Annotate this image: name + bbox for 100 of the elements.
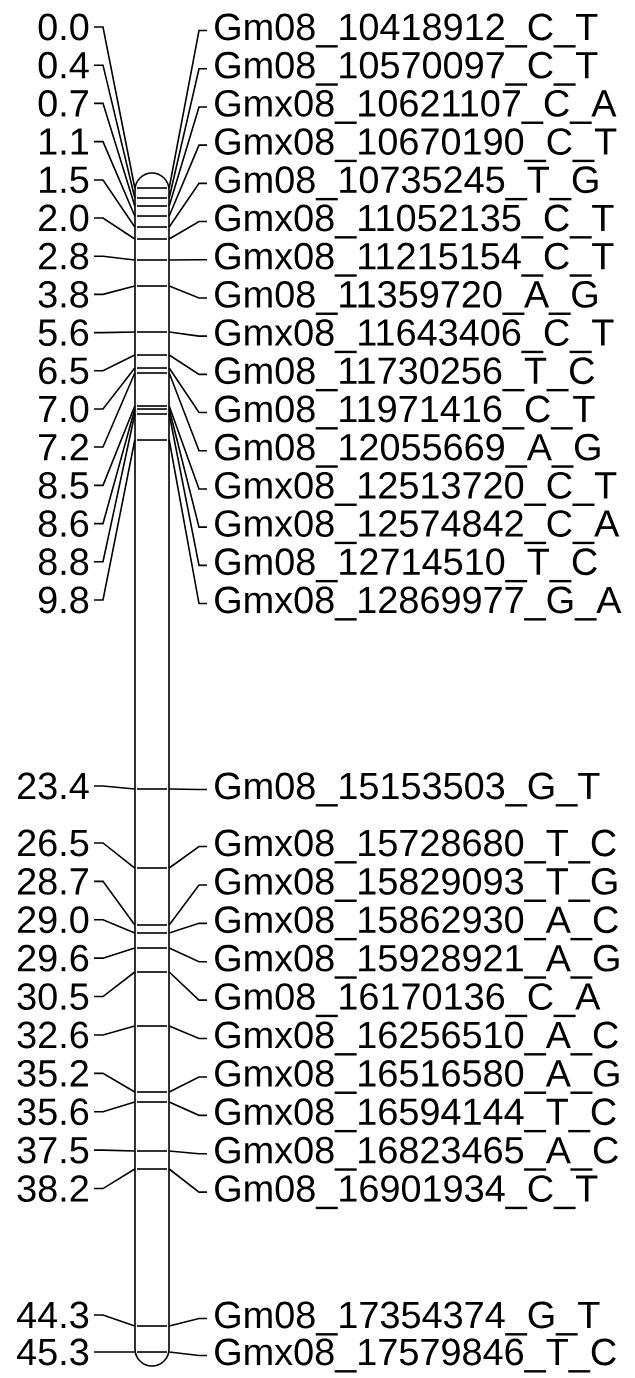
marker-label: Gm08_15153503_G_T <box>215 772 600 807</box>
position-label: 8.5 <box>38 471 89 499</box>
marker-tick <box>136 1150 168 1152</box>
leader-line <box>93 64 136 199</box>
marker-label: Gmx08_12869977_G_A <box>215 586 622 621</box>
leader-line <box>168 413 208 567</box>
leader-line <box>93 842 136 869</box>
marker-tick <box>136 187 168 189</box>
leader-line <box>168 1168 208 1193</box>
leader-line <box>168 1351 208 1357</box>
leader-line <box>168 408 208 528</box>
leader-line <box>93 285 136 296</box>
marker-tick <box>136 1091 168 1093</box>
marker-label: Gm08_10570097_C_T <box>215 51 598 86</box>
position-label: 32.6 <box>17 1021 89 1049</box>
leader-line <box>93 1149 136 1152</box>
position-label: 8.6 <box>38 510 89 537</box>
marker-tick <box>136 1325 168 1327</box>
position-label: 3.8 <box>38 280 89 308</box>
marker-tick <box>136 408 168 410</box>
marker-label: Gm08_12055669_A_G <box>215 433 600 468</box>
marker-label: Gm08_16170136_C_A <box>215 983 601 1018</box>
marker-tick <box>136 924 168 926</box>
marker-label: Gmx08_17579846_T_C <box>215 1338 616 1373</box>
marker-tick <box>136 354 168 356</box>
marker-tick <box>136 215 168 217</box>
leader-line <box>93 439 136 601</box>
marker-tick <box>136 259 168 261</box>
marker-label: Gm08_11971416_C_T <box>215 395 595 430</box>
leader-line <box>168 845 208 869</box>
marker-label: Gm08_10735245_T_G <box>215 166 598 201</box>
leader-line <box>168 1101 208 1117</box>
position-label: 7.0 <box>39 395 89 423</box>
position-label: 5.6 <box>38 319 89 346</box>
position-label: 1.5 <box>40 166 89 194</box>
leader-line <box>93 354 136 372</box>
position-label: 29.0 <box>18 906 89 934</box>
leader-line <box>168 788 208 791</box>
leader-line <box>93 408 136 525</box>
leader-line <box>93 971 136 998</box>
marker-tick <box>136 238 168 240</box>
marker-tick <box>136 372 168 374</box>
leader-line <box>168 354 208 376</box>
chromosome-bar <box>134 172 170 1367</box>
marker-label: Gmx08_10670190_C_T <box>215 128 617 163</box>
marker-label: Gmx08_11215154_C_T <box>215 242 614 277</box>
marker-tick <box>136 413 168 415</box>
position-label: 0.0 <box>38 13 89 41</box>
marker-tick <box>136 932 168 934</box>
marker-tick <box>136 867 168 869</box>
position-label: 6.5 <box>39 357 89 385</box>
leader-line <box>168 182 208 228</box>
marker-label: Gm08_11359720_A_G <box>215 280 597 315</box>
leader-line <box>168 220 208 240</box>
leader-line <box>168 971 208 1001</box>
leader-line <box>93 880 136 926</box>
position-label: 23.4 <box>18 772 89 800</box>
marker-label: Gmx08_16594144_T_C <box>215 1098 616 1133</box>
marker-label: Gmx08_10621107_C_A <box>215 89 617 124</box>
marker-label: Gmx08_12574842_C_A <box>215 510 620 545</box>
leader-line <box>93 785 136 790</box>
leader-line <box>168 1317 208 1327</box>
marker-label: Gmx08_16516580_A_G <box>215 1059 619 1094</box>
leader-line <box>93 1101 136 1113</box>
position-label: 37.5 <box>17 1136 89 1164</box>
marker-tick <box>136 788 168 790</box>
leader-line <box>93 1025 136 1036</box>
marker-tick <box>136 226 168 228</box>
marker-tick <box>136 439 168 441</box>
leader-line <box>168 29 208 189</box>
leader-line <box>93 26 136 189</box>
position-label: 9.8 <box>38 586 89 614</box>
marker-label: Gm08_16901934_C_T <box>215 1175 598 1210</box>
marker-tick <box>136 197 168 199</box>
position-label: 0.7 <box>38 89 88 117</box>
leader-line <box>93 405 136 487</box>
marker-tick <box>136 1351 168 1353</box>
leader-line <box>93 217 136 240</box>
position-label: 2.8 <box>39 242 89 270</box>
marker-label: Gmx08_16256510_A_C <box>215 1021 618 1056</box>
leader-line <box>168 439 208 605</box>
leader-line <box>168 331 208 337</box>
leader-line <box>168 1076 208 1093</box>
position-label: 45.3 <box>17 1338 89 1366</box>
leader-line <box>168 1150 208 1155</box>
marker-tick <box>136 367 168 369</box>
marker-label: Gmx08_16823465_A_C <box>215 1136 618 1171</box>
position-label: 38.2 <box>17 1175 88 1202</box>
leader-line <box>168 884 208 926</box>
position-label: 35.6 <box>17 1098 89 1126</box>
marker-tick <box>136 1101 168 1103</box>
marker-tick <box>136 331 168 333</box>
marker-tick <box>136 405 168 407</box>
leader-line <box>93 413 136 563</box>
marker-tick <box>136 205 168 207</box>
marker-label: Gmx08_15728680_T_C <box>215 829 616 864</box>
position-label: 28.7 <box>18 867 88 895</box>
marker-label: Gm08_12714510_T_C <box>215 548 597 583</box>
leader-line <box>93 1314 136 1327</box>
leader-line <box>168 1025 208 1040</box>
